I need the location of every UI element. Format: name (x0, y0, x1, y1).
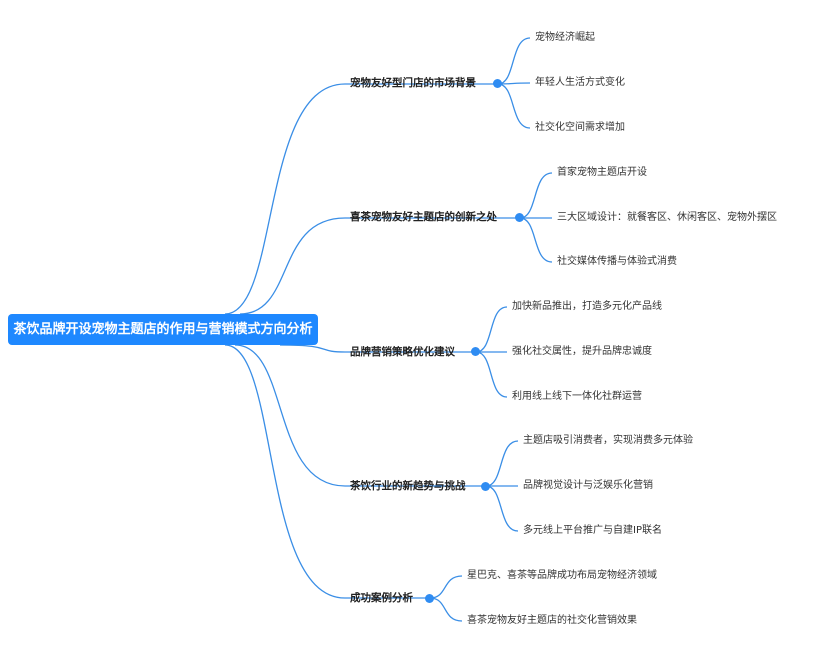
leaf-1-2[interactable]: 社交媒体传播与体验式消费 (557, 256, 677, 267)
branch-2-to-leaf-0-connector (475, 306, 508, 353)
root-to-branch-2-connector (279, 344, 346, 353)
leaf-1-0[interactable]: 首家宠物主题店开设 (557, 167, 647, 178)
leaf-3-0[interactable]: 主题店吸引消费者，实现消费多元体验 (523, 435, 693, 446)
root-to-branch-4-connector (224, 344, 346, 599)
branch-0-to-leaf-2-connector (497, 83, 531, 129)
branch-1-to-leaf-2-connector (519, 217, 553, 263)
leaf-3-1[interactable]: 品牌视觉设计与泛娱乐化营销 (523, 480, 653, 491)
branch-3-to-leaf-0-connector (485, 440, 519, 487)
root-to-branch-1-connector (239, 217, 346, 315)
branch-3-toggle-dot[interactable] (481, 481, 490, 491)
branch-case-studies[interactable]: 成功案例分析 (350, 592, 413, 604)
branch-4-to-leaf-1-connector (429, 597, 463, 622)
leaf-2-2[interactable]: 利用线上线下一体化社群运营 (512, 391, 642, 402)
leaf-0-2[interactable]: 社交化空间需求增加 (535, 122, 625, 133)
branch-3-to-leaf-2-connector (485, 485, 519, 532)
root-node[interactable]: 茶饮品牌开设宠物主题店的作用与营销模式方向分析 (8, 314, 318, 345)
branch-1-to-leaf-0-connector (519, 172, 553, 219)
branch-2-to-leaf-2-connector (475, 351, 508, 398)
branch-0-to-leaf-0-connector (497, 37, 531, 85)
leaf-2-0[interactable]: 加快新品推出，打造多元化产品线 (512, 301, 662, 312)
branch-market-background[interactable]: 宠物友好型门店的市场背景 (350, 77, 476, 89)
branch-4-toggle-dot[interactable] (425, 593, 434, 603)
root-to-branch-3-connector (234, 344, 346, 487)
leaf-4-0[interactable]: 星巴克、喜茶等品牌成功布局宠物经济领域 (467, 570, 657, 581)
leaf-4-1[interactable]: 喜茶宠物友好主题店的社交化营销效果 (467, 615, 637, 626)
leaf-1-1[interactable]: 三大区域设计：就餐客区、休闲客区、宠物外摆区 (557, 212, 777, 223)
leaf-2-1[interactable]: 强化社交属性，提升品牌忠诚度 (512, 346, 652, 357)
branch-heytea-innovation[interactable]: 喜茶宠物友好主题店的创新之处 (350, 211, 497, 223)
branch-2-toggle-dot[interactable] (471, 346, 480, 356)
branch-4-to-leaf-0-connector (429, 575, 463, 599)
branch-0-toggle-dot[interactable] (493, 78, 502, 88)
branch-marketing-strategy[interactable]: 品牌营销策略优化建议 (350, 346, 455, 358)
leaf-3-2[interactable]: 多元线上平台推广与自建IP联名 (523, 525, 662, 536)
branch-industry-trends[interactable]: 茶饮行业的新趋势与挑战 (350, 480, 466, 492)
leaf-0-0[interactable]: 宠物经济崛起 (535, 32, 595, 43)
branch-1-toggle-dot[interactable] (515, 212, 524, 222)
root-to-branch-0-connector (224, 83, 346, 315)
leaf-0-1[interactable]: 年轻人生活方式变化 (535, 77, 625, 88)
